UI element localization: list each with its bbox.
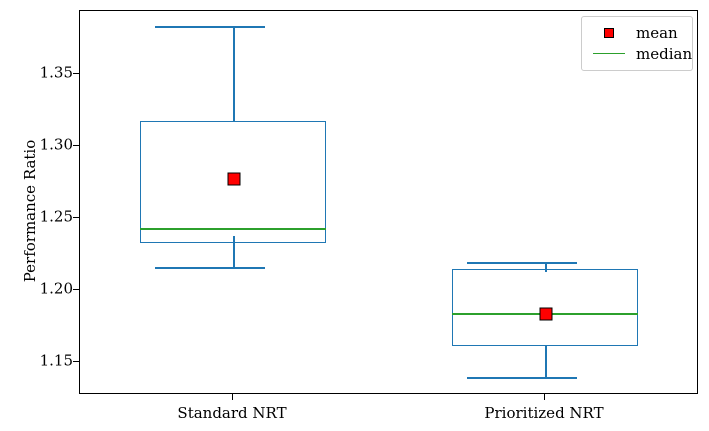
y-tick-label-130: 1.30 [39, 135, 73, 154]
legend-swatch-median-icon [588, 52, 630, 55]
whisker-cap-high-prioritized-nrt [467, 262, 577, 264]
legend-item-mean: mean [588, 22, 686, 43]
whisker-low-prioritized-nrt [545, 345, 547, 377]
mean-marker-standard-nrt [227, 172, 241, 186]
legend-label-median: median [636, 44, 693, 63]
mean-marker-prioritized-nrt [539, 307, 553, 321]
y-tick-mark-135 [73, 73, 79, 75]
y-tick-mark-115 [73, 361, 79, 363]
whisker-cap-low-standard-nrt [155, 267, 265, 269]
y-tick-label-135: 1.35 [39, 63, 73, 82]
whisker-cap-low-prioritized-nrt [467, 377, 577, 379]
x-tick-label-prioritized-nrt: Prioritized NRT [484, 404, 604, 422]
y-tick-mark-130 [73, 145, 79, 147]
median-line-standard-nrt [140, 228, 326, 230]
legend: mean median [581, 16, 693, 71]
y-tick-mark-125 [73, 217, 79, 219]
x-tick-mark-prioritized-nrt [544, 394, 546, 400]
whisker-low-standard-nrt [233, 236, 235, 268]
whisker-high-prioritized-nrt [545, 262, 547, 272]
y-tick-label-115: 1.15 [39, 351, 73, 370]
whisker-high-standard-nrt [233, 26, 235, 122]
x-tick-label-standard-nrt: Standard NRT [177, 404, 287, 422]
y-tick-label-125: 1.25 [39, 207, 73, 226]
legend-label-mean: mean [636, 23, 678, 42]
legend-item-median: median [588, 43, 692, 64]
x-tick-mark-standard-nrt [232, 394, 234, 400]
y-tick-label-120: 1.20 [39, 279, 73, 298]
legend-swatch-mean-icon [588, 27, 630, 38]
y-axis-label: Performance Ratio [21, 139, 39, 283]
y-tick-mark-120 [73, 289, 79, 291]
plot-area [79, 10, 698, 394]
whisker-cap-high-standard-nrt [155, 26, 265, 28]
